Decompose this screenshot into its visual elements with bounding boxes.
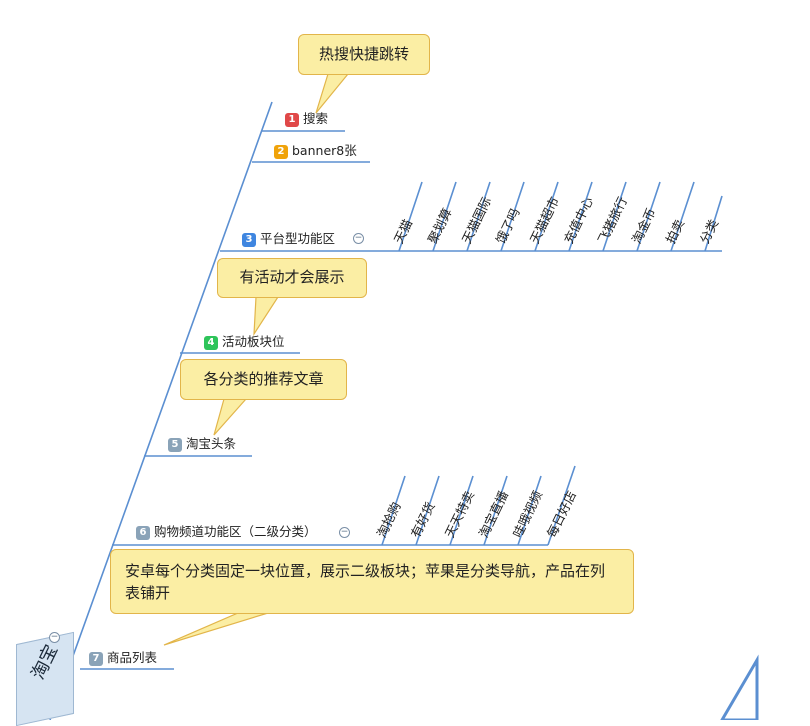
branch-3-ribs	[398, 181, 723, 252]
tail-shape	[720, 654, 759, 720]
spine-line	[49, 101, 273, 720]
branch-6-ribs	[381, 465, 576, 546]
branch-1[interactable]: 1 搜索	[285, 111, 328, 127]
callout-platform-note[interactable]: 安卓每个分类固定一块位置，展示二级板块；苹果是分类导航，产品在列表铺开	[110, 549, 634, 614]
branch-4[interactable]: 4 活动板块位	[204, 334, 285, 350]
root-collapse-icon[interactable]: −	[49, 632, 60, 643]
callout-activity[interactable]: 有活动才会展示	[217, 258, 367, 298]
branch-2-label: banner8张	[292, 143, 357, 158]
badge-6: 6	[136, 526, 150, 540]
callout-headline[interactable]: 各分类的推荐文章	[180, 359, 347, 400]
branch-5[interactable]: 5 淘宝头条	[168, 436, 236, 452]
branch-7-label: 商品列表	[107, 650, 158, 665]
badge-4: 4	[204, 336, 218, 350]
branch-2[interactable]: 2 banner8张	[274, 143, 357, 159]
badge-3: 3	[242, 233, 256, 247]
badge-5: 5	[168, 438, 182, 452]
branch-4-label: 活动板块位	[222, 334, 285, 349]
branch-3-label: 平台型功能区	[260, 231, 336, 246]
branch-6[interactable]: 6 购物频道功能区（二级分类）	[136, 524, 317, 540]
branch-5-label: 淘宝头条	[186, 436, 237, 451]
branch-3[interactable]: 3 平台型功能区	[242, 231, 335, 247]
callout-3-pointer	[213, 398, 248, 436]
branch-6-label: 购物频道功能区（二级分类）	[154, 524, 317, 539]
callout-1-pointer	[315, 73, 350, 114]
callout-hot-search[interactable]: 热搜快捷跳转	[298, 34, 430, 75]
badge-1: 1	[285, 113, 299, 127]
callout-4-pointer	[163, 612, 269, 646]
badge-7: 7	[89, 652, 103, 666]
branch-1-label: 搜索	[303, 111, 329, 126]
badge-2: 2	[274, 145, 288, 159]
callout-2-pointer	[253, 296, 280, 337]
branch-3-collapse-icon[interactable]: −	[353, 233, 364, 244]
branch-7[interactable]: 7 商品列表	[89, 650, 157, 666]
branch-6-collapse-icon[interactable]: −	[339, 527, 350, 538]
